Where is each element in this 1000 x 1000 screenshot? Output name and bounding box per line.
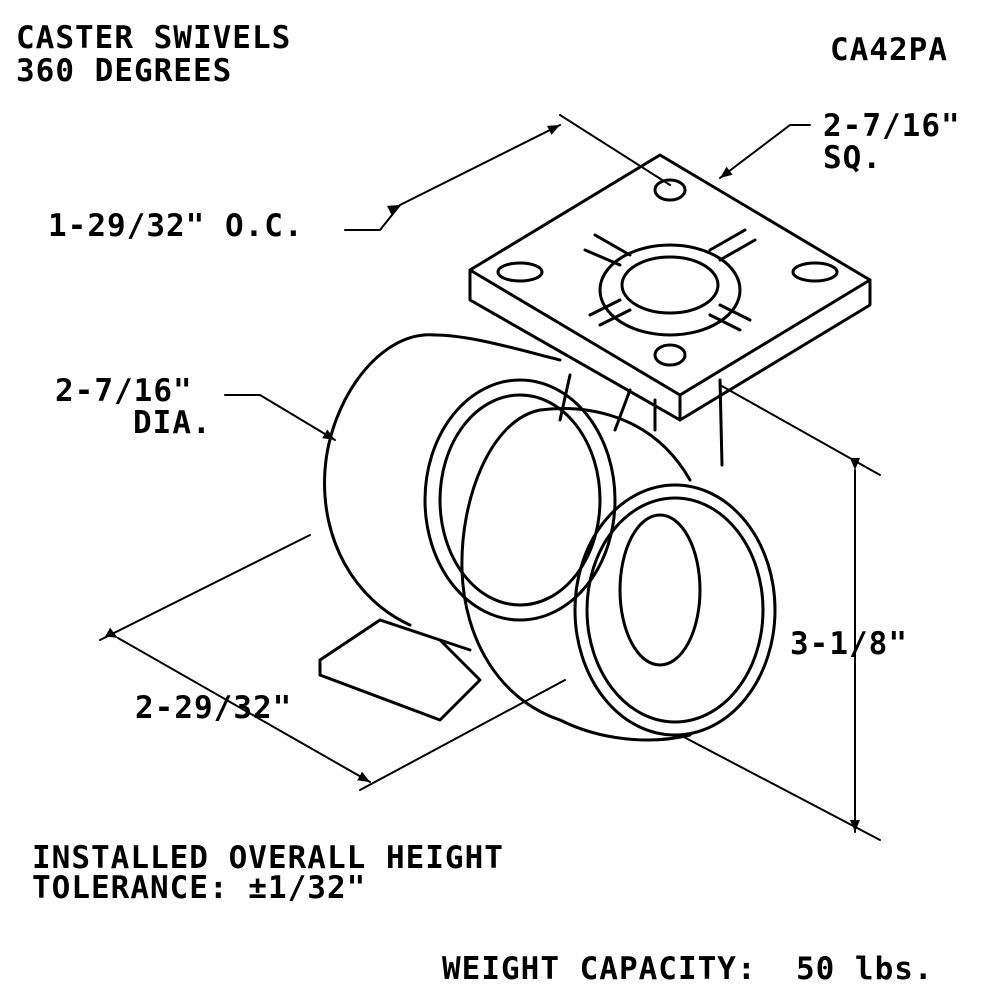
hole-spacing-label: 1-29/32" O.C.: [48, 208, 304, 244]
brake-pedal: [318, 618, 482, 722]
plate-size-label-2: SQ.: [823, 140, 882, 176]
dim-hole-spacing: [344, 114, 671, 231]
front-wheel: [460, 407, 777, 742]
wheel-dia-label-2: DIA.: [133, 405, 212, 441]
weight-capacity: WEIGHT CAPACITY: 50 lbs.: [442, 951, 934, 987]
title-line-1: CASTER SWIVELS: [16, 20, 292, 56]
dim-height: [679, 384, 881, 841]
mounting-plate: [468, 153, 872, 422]
dim-width: [99, 534, 566, 791]
width-label: 2-29/32": [135, 690, 293, 726]
note-line-2: TOLERANCE: ±1/32": [32, 870, 367, 906]
dim-wheel-dia: [224, 394, 336, 441]
note-line-1: INSTALLED OVERALL HEIGHT: [32, 840, 504, 876]
swivel-stem: [558, 373, 724, 467]
rear-wheel: [323, 333, 617, 627]
part-number: CA42PA: [830, 32, 948, 68]
plate-size-label-1: 2-7/16": [823, 108, 961, 144]
height-label: 3-1/8": [790, 626, 908, 662]
title-line-2: 360 DEGREES: [16, 53, 233, 89]
wheel-dia-label-1: 2-7/16": [55, 373, 193, 409]
dim-plate-size: [719, 124, 811, 179]
